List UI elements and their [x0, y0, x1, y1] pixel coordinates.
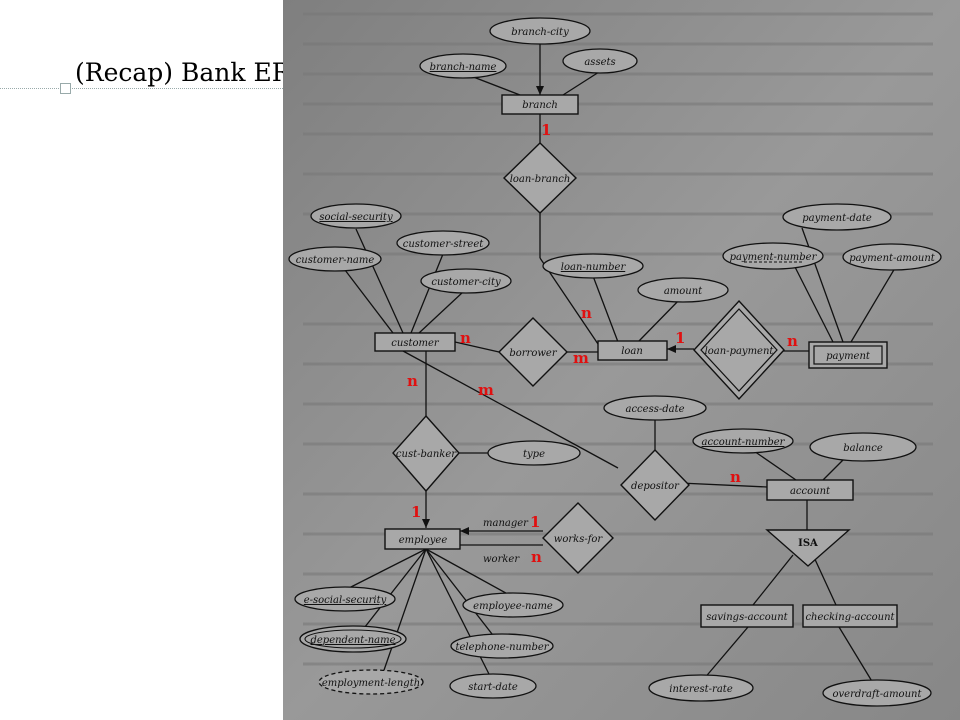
attr-social-security: social-security: [319, 212, 393, 223]
attr-employment-length: employment-length: [322, 678, 420, 689]
card-customer-borrower: n: [460, 329, 471, 347]
attr-start-date: start-date: [468, 682, 518, 693]
attr-branch-name: branch-name: [430, 62, 497, 73]
entity-employee-label: employee: [399, 535, 448, 546]
cardinality-annotations: 1 n n 1 n m n m n 1 1 n: [407, 121, 798, 566]
card-customer-depositor: m: [478, 381, 494, 399]
title-divider: [0, 88, 283, 89]
attr-employee-name: employee-name: [473, 601, 553, 612]
card-loan-borrower: 1: [675, 329, 685, 347]
attr-account-number: account-number: [702, 437, 786, 448]
role-manager-label: manager: [483, 518, 529, 529]
entity-checking-account: checking-account: [802, 604, 898, 628]
relationship-depositor: depositor: [620, 448, 690, 522]
attr-telephone-number: telephone-number: [455, 642, 549, 653]
entity-customer-label: customer: [391, 338, 440, 349]
role-worker-label: worker: [483, 554, 520, 565]
relationship-loan-branch: loan-branch: [502, 142, 578, 214]
arrowheads: [422, 86, 676, 535]
card-branch-loan-branch: 1: [541, 121, 551, 139]
attr-payment-number: payment-number: [730, 252, 818, 263]
attr-customer-name: customer-name: [296, 255, 375, 266]
relationship-works-for-label: works-for: [554, 534, 604, 545]
relationship-loan-payment-label: loan-payment: [705, 346, 775, 357]
card-works-for-manager: 1: [530, 513, 540, 531]
entity-branch: branch: [501, 94, 579, 115]
entity-loan-label: loan: [621, 346, 643, 357]
relationship-cust-banker-label: cust-banker: [396, 449, 457, 460]
attributes: [288, 17, 942, 707]
entity-branch-label: branch: [522, 100, 558, 111]
slide-title: (Recap) Bank ER: [75, 58, 291, 87]
relationship-loan-payment: loan-payment: [693, 299, 785, 401]
card-account-depositor: n: [730, 468, 741, 486]
entity-payment-label: payment: [826, 351, 871, 362]
attribute-labels: branch-city branch-name assets social-se…: [296, 27, 936, 700]
entity-customer: customer: [374, 332, 456, 352]
relationship-isa: ISA: [765, 529, 851, 567]
card-borrower-loan: m: [573, 349, 589, 367]
attr-customer-city: customer-city: [431, 277, 501, 288]
attr-payment-date: payment-date: [802, 213, 872, 224]
multivalued-attribute-inner-ring: [304, 629, 402, 649]
entity-account-label: account: [790, 486, 831, 497]
relationship-borrower: borrower: [498, 317, 568, 387]
relationship-isa-label: ISA: [798, 538, 818, 549]
attr-payment-amount: payment-amount: [849, 253, 936, 264]
attr-loan-number: loan-number: [561, 262, 627, 273]
attr-customer-street: customer-street: [403, 239, 485, 250]
divider-bullet-icon: [60, 83, 71, 94]
entity-employee: employee: [384, 528, 461, 550]
entity-savings-account-label: savings-account: [706, 612, 788, 623]
attr-access-date: access-date: [625, 404, 684, 415]
entity-savings-account: savings-account: [700, 604, 794, 628]
attr-assets: assets: [584, 57, 615, 68]
attr-branch-city: branch-city: [511, 27, 569, 38]
card-customer-cust-banker: n: [407, 372, 418, 390]
relationship-cust-banker: cust-banker: [392, 414, 460, 493]
card-payment-loan-payment: n: [787, 332, 798, 350]
relationship-depositor-label: depositor: [631, 481, 680, 492]
relationship-works-for: works-for: [542, 502, 614, 574]
entity-account: account: [766, 479, 854, 501]
er-diagram-photo: branch customer loan payment account emp…: [283, 0, 960, 720]
er-diagram: branch customer loan payment account emp…: [283, 0, 960, 720]
attr-interest-rate: interest-rate: [669, 684, 733, 695]
relationship-loan-branch-label: loan-branch: [510, 174, 571, 185]
attr-balance: balance: [843, 443, 883, 454]
entity-loan: loan: [597, 340, 668, 361]
card-loan-branch-loan: n: [581, 304, 592, 322]
entity-payment: payment: [808, 341, 888, 369]
relationship-borrower-label: borrower: [509, 348, 557, 359]
attr-e-social-security: e-social-security: [304, 595, 387, 606]
card-works-for-worker: n: [531, 548, 542, 566]
attr-overdraft-amount: overdraft-amount: [833, 689, 923, 700]
entity-checking-account-label: checking-account: [805, 612, 895, 623]
card-employee-cust-banker: 1: [411, 503, 421, 521]
connector-lines: [344, 43, 896, 684]
attr-amount: amount: [664, 286, 703, 297]
attr-dependent-name: dependent-name: [310, 635, 395, 646]
attr-type: type: [523, 449, 545, 460]
